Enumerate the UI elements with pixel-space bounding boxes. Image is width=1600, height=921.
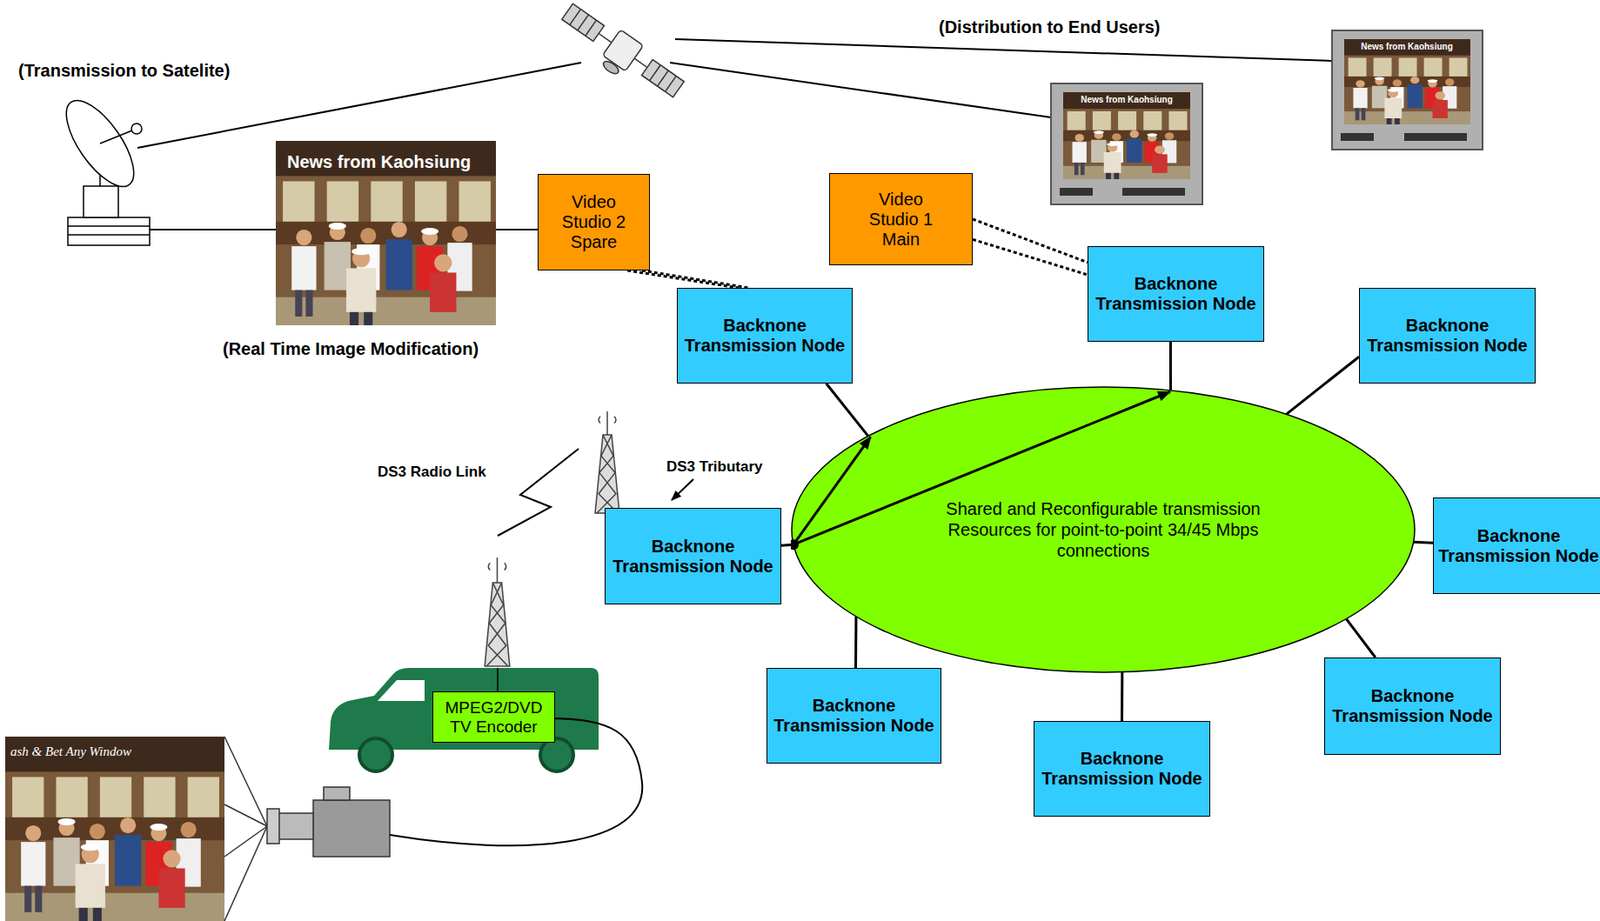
tv-set bbox=[1332, 30, 1483, 150]
text-group: Backnone Transmission Node bbox=[767, 696, 941, 737]
connector-line bbox=[855, 616, 857, 669]
annotation-label: News from Kaohsiung bbox=[1360, 41, 1453, 52]
annotation-label: DS3 Tributary bbox=[666, 458, 764, 476]
connector-line bbox=[826, 383, 869, 436]
scene-photo bbox=[5, 736, 225, 921]
radio-tower bbox=[484, 411, 620, 667]
text-group: Backnone Transmission Node bbox=[605, 536, 781, 577]
node-label: Backnone Transmission Node bbox=[1325, 686, 1500, 727]
connector-stroke bbox=[642, 270, 750, 288]
connector-stroke bbox=[1413, 541, 1433, 545]
annotation-label: ash & Bet Any Window bbox=[10, 744, 132, 760]
transmission-node: Backnone Transmission Node bbox=[604, 508, 782, 605]
news-photo bbox=[275, 140, 496, 326]
text-group: Backnone Transmission Node bbox=[1034, 749, 1210, 790]
connector-stroke bbox=[972, 239, 1088, 275]
connector-line bbox=[1121, 672, 1123, 722]
transmission-node: Backnone Transmission Node bbox=[1033, 721, 1211, 817]
text-group: Video Studio 2 Spare bbox=[550, 192, 638, 253]
node-label: Shared and Reconfigurable transmission R… bbox=[920, 498, 1286, 562]
text-group: Backnone Transmission Node bbox=[1088, 274, 1264, 315]
connector-stroke bbox=[1120, 672, 1124, 722]
transmission-node: Backnone Transmission Node bbox=[1432, 497, 1600, 595]
annotation-label: (Distribution to End Users) bbox=[938, 17, 1160, 38]
text-group: MPEG2/DVD TV Encoder bbox=[433, 698, 555, 737]
connector-stroke bbox=[826, 383, 869, 436]
node-label: MPEG2/DVD TV Encoder bbox=[433, 698, 555, 737]
node-label: Backnone Transmission Node bbox=[1034, 749, 1210, 790]
annotation-label: News from Kaohsiung bbox=[1080, 94, 1173, 105]
text-group: Backnone Transmission Node bbox=[1433, 526, 1600, 567]
ellipse-shape bbox=[791, 387, 1415, 673]
connector-line bbox=[1285, 356, 1359, 415]
node-label: Backnone Transmission Node bbox=[1433, 526, 1600, 567]
satellite-dish bbox=[53, 90, 150, 246]
transmission-node: Backnone Transmission Node bbox=[1358, 287, 1536, 384]
dashed-link bbox=[627, 270, 750, 288]
node-label: Video Studio 2 Spare bbox=[550, 192, 638, 253]
transmission-node: Backnone Transmission Node bbox=[1087, 246, 1265, 342]
connector-stroke bbox=[972, 219, 1088, 263]
tv-set bbox=[1051, 83, 1203, 205]
annotation-label: News from Kaohsiung bbox=[287, 152, 471, 173]
encoder-box: MPEG2/DVD TV Encoder bbox=[432, 691, 556, 744]
connector-stroke bbox=[1345, 619, 1375, 658]
connector-line bbox=[1413, 542, 1433, 544]
text-group: Backnone Transmission Node bbox=[1359, 315, 1535, 356]
shared-resource-ellipse: Shared and Reconfigurable transmission R… bbox=[790, 386, 1416, 674]
connector-stroke bbox=[627, 270, 739, 288]
node-label: Backnone Transmission Node bbox=[1088, 274, 1264, 315]
connector-line bbox=[1170, 341, 1172, 391]
text-group: Shared and Reconfigurable transmission R… bbox=[920, 498, 1286, 562]
transmission-node: Backnone Transmission Node bbox=[1324, 657, 1501, 756]
connector-stroke bbox=[854, 616, 857, 669]
node-label: Backnone Transmission Node bbox=[677, 315, 852, 356]
node-label: Backnone Transmission Node bbox=[1359, 315, 1535, 356]
video-camera bbox=[224, 718, 643, 921]
annotation-label: DS3 Radio Link bbox=[377, 463, 487, 482]
connector-stroke bbox=[1169, 341, 1172, 391]
annotation-label: (Real Time Image Modification) bbox=[222, 339, 479, 360]
text-group: Backnone Transmission Node bbox=[1325, 686, 1500, 727]
node-label: Backnone Transmission Node bbox=[605, 536, 781, 577]
van bbox=[328, 668, 599, 772]
text-group: Backnone Transmission Node bbox=[677, 315, 852, 356]
studio-box: Video Studio 2 Spare bbox=[537, 174, 650, 271]
transmission-node: Backnone Transmission Node bbox=[676, 287, 853, 384]
text-group: Video Studio 1 Main bbox=[857, 189, 945, 250]
connector-line bbox=[1345, 619, 1375, 658]
dashed-link bbox=[972, 219, 1088, 275]
node-label: Backnone Transmission Node bbox=[767, 696, 941, 737]
studio-box: Video Studio 1 Main bbox=[829, 173, 973, 266]
annotation-label: (Transmission to Satelite) bbox=[18, 60, 230, 81]
node-label: Video Studio 1 Main bbox=[857, 189, 945, 250]
route-origin-dot bbox=[790, 539, 799, 550]
transmission-node: Backnone Transmission Node bbox=[766, 668, 942, 764]
connector-stroke bbox=[1285, 356, 1359, 415]
satellite bbox=[552, 0, 688, 110]
